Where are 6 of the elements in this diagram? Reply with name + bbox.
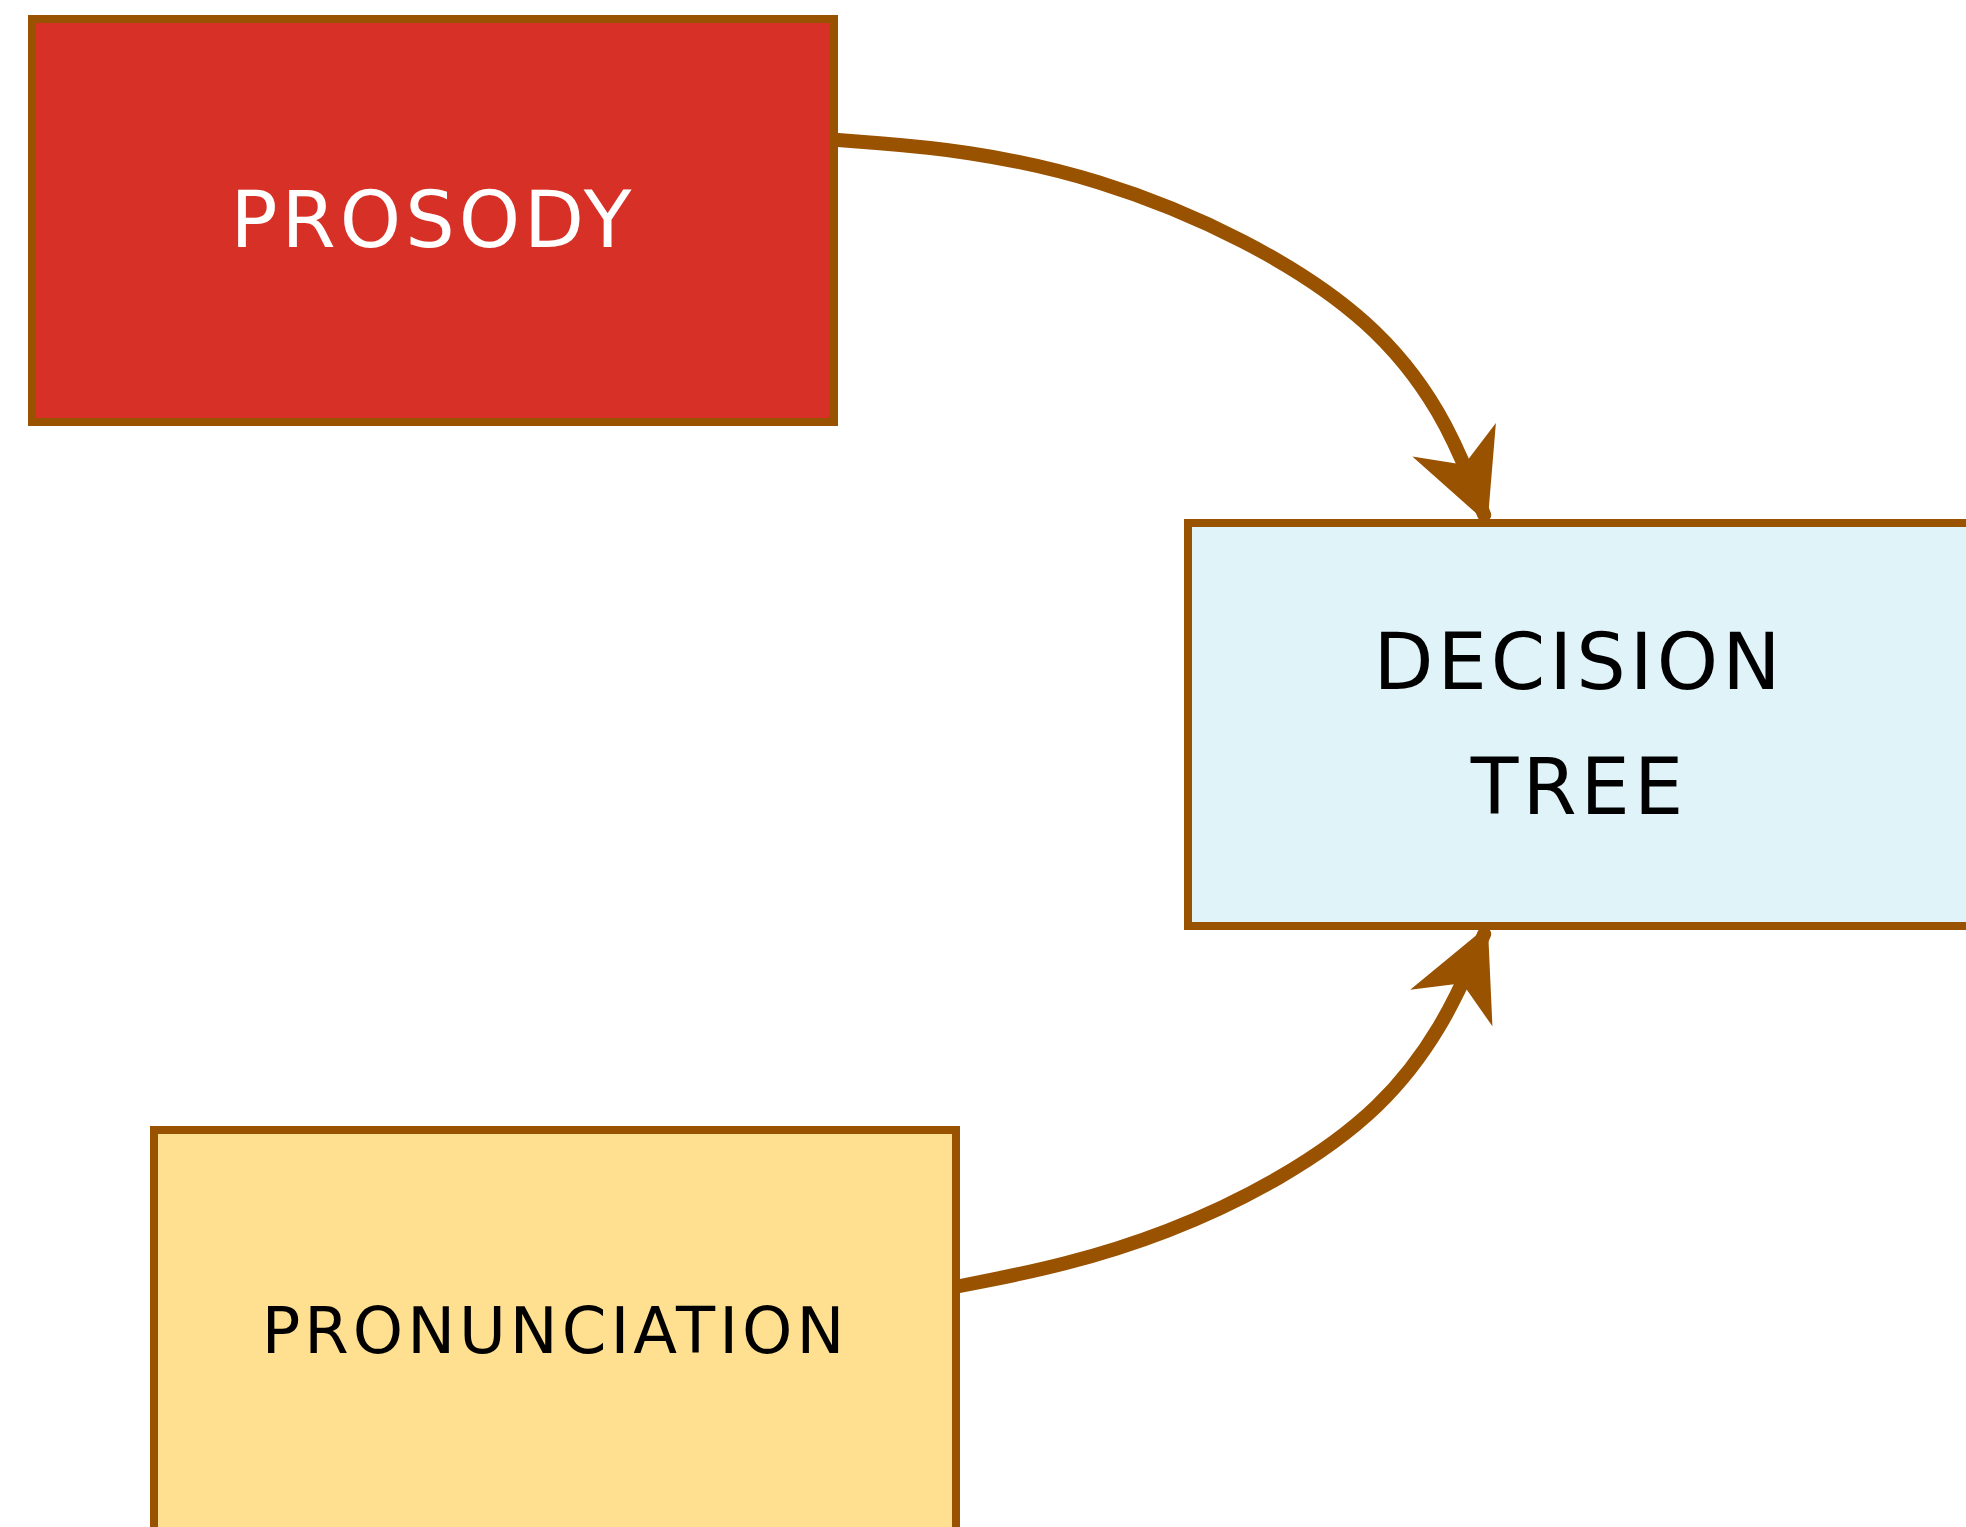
node-label: PROSODY bbox=[230, 174, 636, 268]
node-label: DECISION TREE bbox=[1372, 615, 1786, 834]
target-box bbox=[1184, 519, 1966, 930]
node-label: PRONUNCIATION bbox=[261, 1292, 849, 1370]
source-box bbox=[28, 15, 838, 426]
source-box bbox=[150, 1126, 960, 1527]
